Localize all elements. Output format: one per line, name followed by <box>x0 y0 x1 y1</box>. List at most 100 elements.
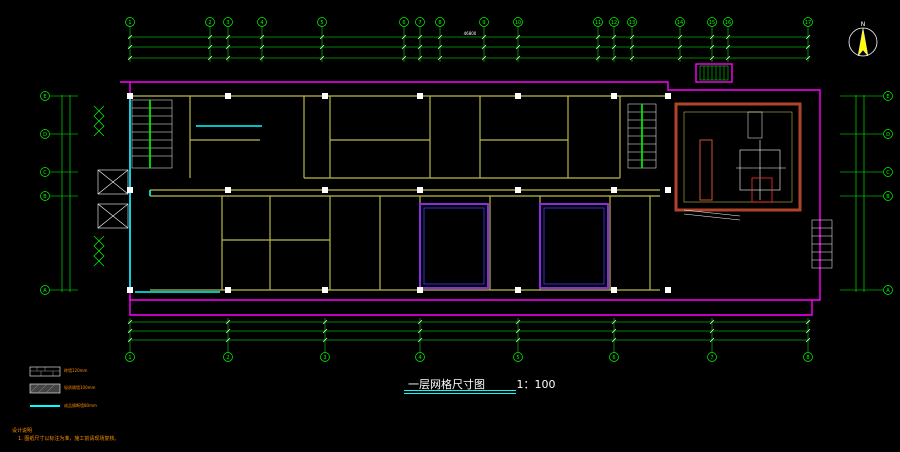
dimension-tick <box>401 55 407 61</box>
bottom-axis-3-label: 3 <box>323 355 326 361</box>
bottom-axis-2-circle <box>223 352 233 362</box>
column <box>322 93 328 99</box>
dimension-tick <box>225 337 231 343</box>
column <box>417 93 423 99</box>
column <box>665 93 671 99</box>
top-axis-16-label: 16 <box>725 20 731 26</box>
column <box>611 187 617 193</box>
left-stair <box>131 99 173 169</box>
column <box>127 187 133 193</box>
column <box>515 287 521 293</box>
dimension-tick <box>481 55 487 61</box>
column <box>225 187 231 193</box>
bottom-axis-5-label: 5 <box>516 355 519 361</box>
dimension-tick <box>225 328 231 334</box>
right-axis-B-label: B <box>886 194 890 200</box>
interior-partitions <box>130 95 668 291</box>
dimension-tick <box>322 328 328 334</box>
notes-line-1: 1. 图纸尺寸以标注为准，施工前请现场复核。 <box>18 436 120 442</box>
top-axis-1-circle <box>125 17 135 27</box>
top-axis-2-circle <box>205 17 215 27</box>
dimension-tick <box>437 44 443 50</box>
bottom-axis-2-label: 2 <box>226 355 229 361</box>
top-axis-7-circle <box>415 17 425 27</box>
top-axis-3-label: 3 <box>226 20 229 26</box>
column <box>225 287 231 293</box>
dimension-tick <box>319 34 325 40</box>
right-axis-A-label: A <box>886 288 890 294</box>
column <box>417 187 423 193</box>
right-axis-E-label: E <box>886 94 889 100</box>
dimension-tick <box>322 319 328 325</box>
dimension-tick <box>805 328 811 334</box>
top-axis-12-circle <box>609 17 619 27</box>
dimension-tick <box>319 44 325 50</box>
top-axis-8-circle <box>435 17 445 27</box>
bottom-axis-7-label: 7 <box>710 355 713 361</box>
left-axis-A-label: A <box>43 288 47 294</box>
dimension-tick <box>611 337 617 343</box>
left-entrance <box>93 105 105 267</box>
dimension-tick <box>595 55 601 61</box>
top-axis-14-circle <box>675 17 685 27</box>
dimension-tick <box>611 44 617 50</box>
dimension-tick <box>319 55 325 61</box>
column <box>127 287 133 293</box>
bottom-axis-4-label: 4 <box>418 355 421 361</box>
dimension-tick <box>805 319 811 325</box>
dimension-tick <box>515 337 521 343</box>
right-axis-D-circle <box>883 129 893 139</box>
dimension-tick <box>437 34 443 40</box>
top-axis-1-label: 1 <box>128 20 131 26</box>
column <box>417 287 423 293</box>
top-axis-13-circle <box>627 17 637 27</box>
top-axis-4-circle <box>257 17 267 27</box>
highlighted-rooms <box>419 203 609 289</box>
right-stair <box>627 103 833 269</box>
top-axis-6-circle <box>399 17 409 27</box>
dimension-tick <box>677 55 683 61</box>
column <box>127 93 133 99</box>
dimension-tick <box>225 44 231 50</box>
side-dimension-chains <box>61 95 865 292</box>
top-axis-10-circle <box>513 17 523 27</box>
dimension-tick <box>417 44 423 50</box>
top-axis-3-circle <box>223 17 233 27</box>
bottom-axis-6-label: 6 <box>612 355 615 361</box>
left-axis-C-circle <box>40 167 50 177</box>
blue-room-outlines <box>423 207 605 285</box>
dimension-tick <box>127 319 133 325</box>
dimension-tick <box>127 55 133 61</box>
left-axis-B-label: B <box>43 194 47 200</box>
dimension-tick <box>207 44 213 50</box>
bottom-dimension-chain <box>128 321 810 341</box>
dimension-tick <box>709 44 715 50</box>
right-axis-C-label: C <box>886 170 890 176</box>
dimension-tick <box>481 44 487 50</box>
left-axis-A-circle <box>40 285 50 295</box>
dimension-tick <box>725 34 731 40</box>
left-axis-B-circle <box>40 191 50 201</box>
right-axis-C-circle <box>883 167 893 177</box>
dimension-tick <box>259 55 265 61</box>
dimension-tick <box>417 55 423 61</box>
top-axis-2-label: 2 <box>208 20 211 26</box>
column <box>225 93 231 99</box>
dimension-tick <box>709 337 715 343</box>
dimension-tick <box>225 55 231 61</box>
top-dimension-chain <box>128 36 810 59</box>
left-axis-E-circle <box>40 91 50 101</box>
right-axis-D-label: D <box>886 132 890 138</box>
column <box>322 187 328 193</box>
top-axis-17-label: 17 <box>805 20 811 26</box>
bottom-axis-4-circle <box>415 352 425 362</box>
legend-swatches <box>29 366 61 407</box>
dimension-tick <box>725 55 731 61</box>
top-axis-5-label: 5 <box>320 20 323 26</box>
dimension-tick <box>515 55 521 61</box>
top-axis-15-label: 15 <box>709 20 715 26</box>
dimension-tick <box>207 34 213 40</box>
dimension-tick <box>677 44 683 50</box>
